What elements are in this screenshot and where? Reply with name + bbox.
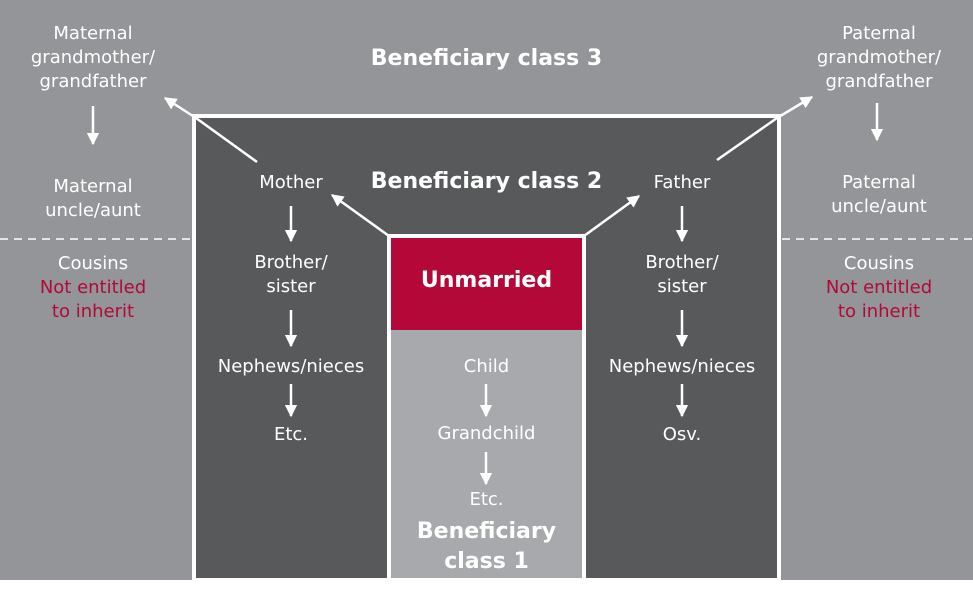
father-etc-label: Osv.	[662, 424, 702, 445]
class3-title: Beneficiary class 3	[370, 46, 603, 71]
mother-sibling-label: Brother/ sister	[254, 252, 328, 297]
paternal-not-entitled: Not entitled	[825, 277, 933, 298]
arrow-to-paternal-grandparents	[776, 95, 814, 120]
connector-father-class3	[716, 116, 778, 162]
maternal-not-entitled: Not entitled	[39, 277, 147, 298]
unmarried-label: Unmarried	[420, 268, 553, 293]
mother-nephews-label: Nephews/nieces	[217, 356, 365, 377]
unmarried-box	[391, 238, 582, 330]
mother-etc-label: Etc.	[273, 424, 309, 445]
paternal-uncle-aunt: Paternal uncle/aunt	[831, 172, 927, 217]
paternal-cousins: Cousins Not entitled to inherit	[786, 252, 972, 324]
mother-label: Mother	[259, 172, 323, 193]
connector-mother-class3	[195, 116, 258, 164]
class2-title: Beneficiary class 2	[370, 169, 603, 194]
maternal-cousins: Cousins Not entitled to inherit	[0, 252, 186, 324]
class1-etc-label: Etc.	[469, 489, 504, 510]
arrow-to-maternal-grandparents	[163, 96, 197, 120]
class1-title: Beneficiary class 1	[416, 519, 557, 574]
arrow-to-father	[583, 194, 641, 238]
father-sibling-label: Brother/ sister	[645, 252, 719, 297]
maternal-uncle-aunt: Maternal uncle/aunt	[45, 176, 141, 221]
grandchild-label: Grandchild	[437, 423, 536, 444]
father-label: Father	[653, 172, 711, 193]
child-label: Child	[463, 356, 510, 377]
paternal-grandparents: Paternal grandmother/ grandfather	[816, 23, 942, 92]
arrow-to-mother	[330, 193, 390, 238]
father-nephews-label: Nephews/nieces	[608, 356, 756, 377]
maternal-grandparents: Maternal grandmother/ grandfather	[30, 23, 156, 92]
